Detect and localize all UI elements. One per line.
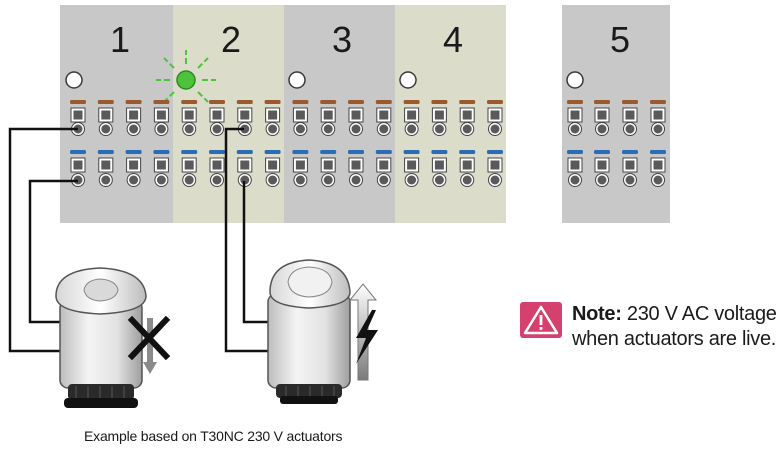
zone-number-2: 2 bbox=[221, 19, 241, 60]
terminal-bottom-9 bbox=[292, 150, 309, 187]
diagram-caption: Example based on T30NC 230 V actuators bbox=[84, 428, 343, 444]
zone-led-4 bbox=[399, 71, 417, 89]
terminal-bottom-6 bbox=[209, 150, 225, 187]
terminal-top-6 bbox=[209, 100, 225, 136]
actuator-1 bbox=[55, 267, 147, 408]
lightning-icon bbox=[348, 283, 378, 381]
terminal-top-1 bbox=[70, 100, 86, 136]
terminal-top-8 bbox=[264, 100, 281, 136]
terminal-blocks bbox=[70, 100, 666, 187]
zone-number-1: 1 bbox=[110, 19, 130, 60]
warning-triangle-icon bbox=[520, 302, 562, 338]
terminal-bottom-19 bbox=[622, 150, 638, 187]
terminal-top-17 bbox=[567, 100, 583, 136]
terminal-bottom-11 bbox=[348, 150, 364, 187]
zone-number-3: 3 bbox=[332, 19, 352, 60]
voltage-note: Note: 230 V AC voltage when actuators ar… bbox=[520, 302, 777, 362]
zone-led-3 bbox=[288, 71, 306, 89]
terminal-top-12 bbox=[375, 100, 392, 136]
terminal-top-2 bbox=[97, 100, 114, 136]
terminal-bottom-17 bbox=[567, 150, 583, 187]
terminal-top-5 bbox=[181, 100, 198, 136]
terminal-bottom-12 bbox=[375, 150, 392, 187]
terminal-bottom-2 bbox=[97, 150, 114, 187]
terminal-top-18 bbox=[594, 100, 610, 136]
zone-led-1 bbox=[65, 71, 83, 89]
terminal-top-3 bbox=[125, 100, 142, 136]
terminal-bottom-5 bbox=[181, 150, 198, 187]
zone-led-2 bbox=[156, 50, 216, 103]
terminal-bottom-18 bbox=[594, 150, 610, 187]
terminal-bottom-14 bbox=[431, 150, 448, 187]
terminal-top-7 bbox=[236, 100, 253, 136]
terminal-bottom-10 bbox=[320, 150, 337, 187]
terminal-bottom-20 bbox=[650, 150, 666, 187]
terminal-top-16 bbox=[487, 100, 503, 136]
note-line2: when actuators are live. bbox=[572, 328, 777, 350]
terminal-top-10 bbox=[320, 100, 337, 136]
terminal-bottom-8 bbox=[264, 150, 281, 187]
terminal-top-14 bbox=[431, 100, 448, 136]
cross-icon bbox=[127, 315, 171, 374]
terminal-top-13 bbox=[403, 100, 420, 136]
actuator-2 bbox=[267, 259, 351, 404]
terminal-bottom-4 bbox=[153, 150, 170, 187]
terminal-top-9 bbox=[292, 100, 309, 136]
terminal-top-15 bbox=[459, 100, 476, 136]
terminal-top-19 bbox=[622, 100, 638, 136]
wire-actuator-1 bbox=[8, 127, 78, 353]
terminal-top-20 bbox=[650, 100, 666, 136]
note-text: Note: 230 V AC voltage when actuators ar… bbox=[572, 302, 777, 352]
zone-number-5: 5 bbox=[610, 19, 630, 60]
terminal-bottom-3 bbox=[125, 150, 142, 187]
terminal-top-11 bbox=[348, 100, 364, 136]
terminal-bottom-13 bbox=[403, 150, 420, 187]
terminal-bottom-7 bbox=[236, 150, 253, 187]
wire-actuator-2 bbox=[224, 127, 276, 353]
terminal-bottom-16 bbox=[487, 150, 503, 187]
terminal-bottom-15 bbox=[459, 150, 476, 187]
note-label: Note: bbox=[572, 303, 622, 325]
note-line1: 230 V AC voltage bbox=[621, 303, 777, 325]
terminal-top-4 bbox=[153, 100, 170, 136]
zone-number-4: 4 bbox=[443, 19, 463, 60]
zone-led-5 bbox=[566, 71, 584, 89]
